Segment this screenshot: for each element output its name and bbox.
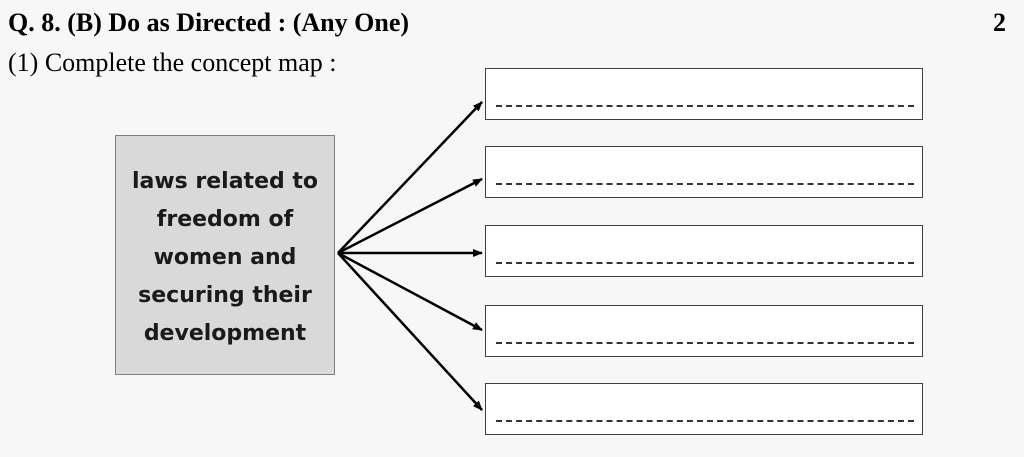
center-line: development — [143, 321, 307, 346]
answer-blank[interactable] — [496, 183, 914, 185]
question-marks: 2 — [993, 8, 1006, 37]
answer-box-5[interactable] — [485, 383, 923, 435]
question-title: Q. 8. (B) Do as Directed : (Any One) — [8, 8, 410, 37]
arrow-5 — [337, 252, 483, 411]
arrow-1 — [337, 101, 483, 254]
answer-blank[interactable] — [496, 342, 914, 344]
concept-center-text: laws related to freedom of women and sec… — [125, 157, 325, 353]
arrow-4 — [337, 251, 483, 332]
center-line: securing their — [138, 283, 312, 308]
answer-blank[interactable] — [496, 105, 914, 107]
answer-box-3[interactable] — [485, 225, 923, 277]
answer-blank[interactable] — [496, 420, 914, 422]
center-line: women and — [153, 245, 297, 270]
center-line: freedom of — [156, 207, 294, 232]
center-line: laws related to — [131, 169, 319, 194]
question-subtitle: (1) Complete the concept map : — [8, 48, 337, 77]
answer-box-2[interactable] — [485, 146, 923, 198]
answer-box-1[interactable] — [485, 68, 923, 120]
answer-box-4[interactable] — [485, 305, 923, 357]
answer-blank[interactable] — [496, 262, 914, 264]
concept-center-box: laws related to freedom of women and sec… — [115, 135, 335, 375]
arrow-2 — [337, 177, 483, 255]
